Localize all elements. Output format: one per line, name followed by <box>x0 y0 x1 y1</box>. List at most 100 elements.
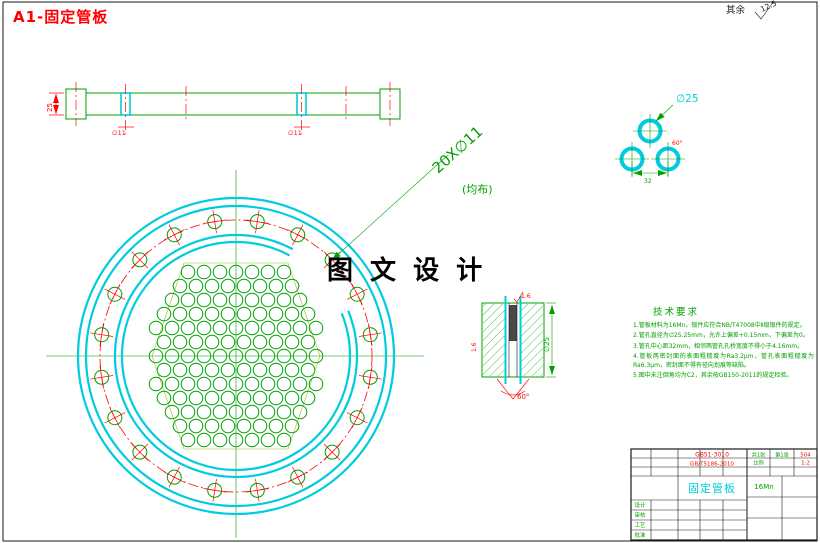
tube-hole <box>308 320 324 336</box>
sheet-no: 第1张 <box>775 451 789 459</box>
drawing-code-2: GB/T5186-2010 <box>690 462 734 468</box>
bolt-hole <box>94 369 110 385</box>
tube-hole <box>244 432 260 448</box>
tube-hole <box>172 418 188 434</box>
bolt-hole-centerline <box>99 365 104 389</box>
bolt-hole <box>249 214 265 230</box>
tube-hole <box>148 320 164 336</box>
shell-rings <box>76 196 396 516</box>
tech-requirement-item: 3.管孔中心距32mm，相邻两管孔孔桥宽度不得小于4.16mm。 <box>633 342 804 350</box>
tube-hole <box>156 334 172 350</box>
bolt-hole <box>94 327 110 343</box>
tube-hole <box>268 306 284 322</box>
tube-hole <box>212 432 228 448</box>
tube-hole <box>228 376 244 392</box>
inner-ring-2 <box>120 240 352 472</box>
section-angle-label: 60° <box>517 393 529 401</box>
bolt-callout: 20X∅11 (均布) <box>331 122 493 261</box>
tube-hole <box>148 348 164 364</box>
surface-finish-icon <box>754 0 775 20</box>
bolt-callout-leader <box>331 154 449 261</box>
technical-requirements: 技术要求 1.管板材料为16Mn，锻件应符合NB/T47008中Ⅱ级锻件的规定。… <box>633 304 814 382</box>
bolt-hole-centerline <box>287 229 309 241</box>
technical-requirements-list: 1.管板材料为16Mn，锻件应符合NB/T47008中Ⅱ级锻件的规定。2.管孔直… <box>633 321 814 381</box>
tube-hole <box>244 376 260 392</box>
tube-hole <box>284 278 300 294</box>
bolt-hole <box>362 369 378 385</box>
tube-hole <box>164 348 180 364</box>
tech-requirement-item: 1.管板材料为16Mn，锻件应符合NB/T47008中Ⅱ级锻件的规定。 <box>633 322 806 329</box>
tube-hole <box>260 348 276 364</box>
tube-hole-pattern <box>148 264 324 448</box>
tube-hole <box>164 292 180 308</box>
finish-check-icon <box>513 291 524 303</box>
bolt-hole-centerline <box>203 219 227 224</box>
sig-row-check: 审核 <box>634 511 646 519</box>
tube-hole <box>188 390 204 406</box>
tube-hole <box>276 432 292 448</box>
bolt-hole <box>290 227 306 243</box>
tube-hole <box>236 418 252 434</box>
tube-hole <box>228 348 244 364</box>
bolt-hole-centerline <box>368 323 373 347</box>
bolt-hole-centerline <box>131 251 149 269</box>
bolt-hole-centerline <box>245 488 269 493</box>
tube-hole <box>292 376 308 392</box>
tube-hole <box>228 432 244 448</box>
tube-hole <box>268 362 284 378</box>
main-view: 20X∅11 (均布) <box>46 122 493 538</box>
tech-requirement-item: 5.图中未注倒角均为C2，其余按GB150-2011的规定检验。 <box>633 372 793 380</box>
tube-hole <box>300 334 316 350</box>
tube-hole <box>204 334 220 350</box>
tube-hole <box>268 334 284 350</box>
bolt-hole <box>207 482 223 498</box>
section-dimensions: 25 ∅11 ∅11 <box>46 92 310 137</box>
tube-hole <box>172 362 188 378</box>
surface-finish-note: 其余 12.5 <box>726 0 778 20</box>
tube-hole <box>300 362 316 378</box>
detail-angle-label: 60° <box>672 140 683 147</box>
tube-hole <box>252 418 268 434</box>
tube-hole <box>308 348 324 364</box>
tube-hole <box>188 334 204 350</box>
bolt-hole <box>107 410 123 426</box>
tube-hole <box>284 334 300 350</box>
outer-ring-2 <box>84 204 388 508</box>
tube-hole <box>164 320 180 336</box>
tube-wall <box>509 305 517 341</box>
drawing-code-1: GB51-3010 <box>695 452 729 459</box>
tube-hole <box>292 348 308 364</box>
tube-hole <box>276 320 292 336</box>
tube-hole <box>244 348 260 364</box>
tube-hole <box>220 278 236 294</box>
tube-hole <box>228 264 244 280</box>
tube-hole <box>204 306 220 322</box>
tube-hole <box>252 362 268 378</box>
tube-hole <box>164 376 180 392</box>
tube-hole <box>252 334 268 350</box>
tube-hole <box>244 292 260 308</box>
tube-hole <box>268 418 284 434</box>
scale-value: 1:2 <box>801 461 810 467</box>
tube-hole <box>228 292 244 308</box>
bolt-hole-centerline <box>245 219 269 224</box>
bolt-hole <box>249 482 265 498</box>
bolt-hole <box>207 214 223 230</box>
tube-hole <box>284 362 300 378</box>
section-detail-view: 60° ∅25 1.6 1.6 <box>471 291 556 401</box>
tube-hole <box>276 348 292 364</box>
tube-hole <box>276 404 292 420</box>
bolt-hole <box>324 444 340 460</box>
hatch-left <box>483 304 505 376</box>
tube-hole <box>236 306 252 322</box>
bolt-hole <box>166 469 182 485</box>
tube-hole <box>188 306 204 322</box>
dim-thickness: 25 <box>46 103 54 112</box>
tube-hole <box>156 390 172 406</box>
tube-hole <box>244 264 260 280</box>
bolt-hole <box>349 410 365 426</box>
tube-hole <box>196 348 212 364</box>
tube-hole <box>180 432 196 448</box>
title-block-grid <box>631 449 817 540</box>
outer-ring-1 <box>76 196 396 516</box>
